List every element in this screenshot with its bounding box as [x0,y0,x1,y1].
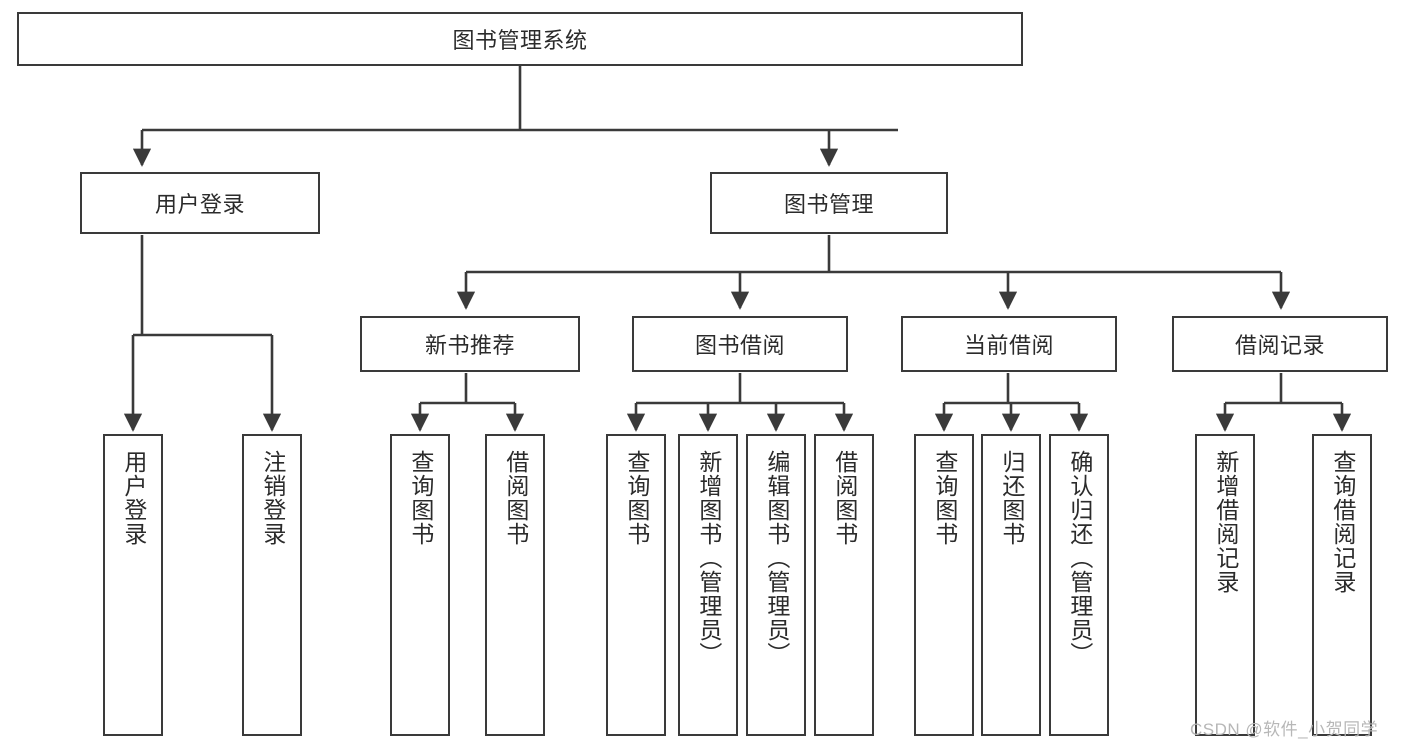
node-book-manage[interactable]: 图书管理 [710,172,948,234]
leaf-confirm-return[interactable]: 确认归还（管理员） [1049,434,1109,736]
node-root-label: 图书管理系统 [452,28,588,53]
leaf-borrow-book-1-label: 借阅图书 [502,450,529,546]
node-book-manage-label: 图书管理 [783,192,874,217]
leaf-query-book-1[interactable]: 查询图书 [390,434,450,736]
leaf-edit-book[interactable]: 编辑图书（管理员） [746,434,806,736]
leaf-add-book[interactable]: 新增图书（管理员） [678,434,738,736]
node-current-borrow[interactable]: 当前借阅 [901,316,1117,372]
leaf-return-book[interactable]: 归还图书 [981,434,1041,736]
node-current-borrow-label: 当前借阅 [963,333,1054,358]
leaf-logout-login-label: 注销登录 [259,450,286,546]
leaf-user-login-label: 用户登录 [120,450,147,546]
leaf-query-book-3-label: 查询图书 [931,450,958,546]
leaf-query-book-2-label: 查询图书 [623,450,650,546]
node-new-book-recommend[interactable]: 新书推荐 [360,316,580,372]
leaf-borrow-book-2[interactable]: 借阅图书 [814,434,874,736]
node-new-book-recommend-label: 新书推荐 [424,333,515,358]
leaf-add-book-label: 新增图书（管理员） [695,450,722,666]
leaf-user-login[interactable]: 用户登录 [103,434,163,736]
leaf-edit-book-label: 编辑图书（管理员） [763,450,790,666]
leaf-borrow-book-2-label: 借阅图书 [831,450,858,546]
node-borrow-record[interactable]: 借阅记录 [1172,316,1388,372]
leaf-query-record[interactable]: 查询借阅记录 [1312,434,1372,736]
node-root[interactable]: 图书管理系统 [17,12,1023,66]
leaf-query-record-label: 查询借阅记录 [1329,450,1356,594]
node-user-login-label: 用户登录 [154,192,245,217]
node-book-borrow[interactable]: 图书借阅 [632,316,848,372]
node-borrow-record-label: 借阅记录 [1234,333,1325,358]
leaf-confirm-return-label: 确认归还（管理员） [1066,450,1093,666]
leaf-return-book-label: 归还图书 [998,450,1025,546]
leaf-borrow-book-1[interactable]: 借阅图书 [485,434,545,736]
leaf-query-book-3[interactable]: 查询图书 [914,434,974,736]
node-book-borrow-label: 图书借阅 [694,333,785,358]
leaf-add-record-label: 新增借阅记录 [1212,450,1239,594]
node-user-login[interactable]: 用户登录 [80,172,320,234]
leaf-add-record[interactable]: 新增借阅记录 [1195,434,1255,736]
leaf-query-book-1-label: 查询图书 [407,450,434,546]
watermark: CSDN @软件_小贺同学 [1190,720,1379,739]
leaf-query-book-2[interactable]: 查询图书 [606,434,666,736]
leaf-logout-login[interactable]: 注销登录 [242,434,302,736]
